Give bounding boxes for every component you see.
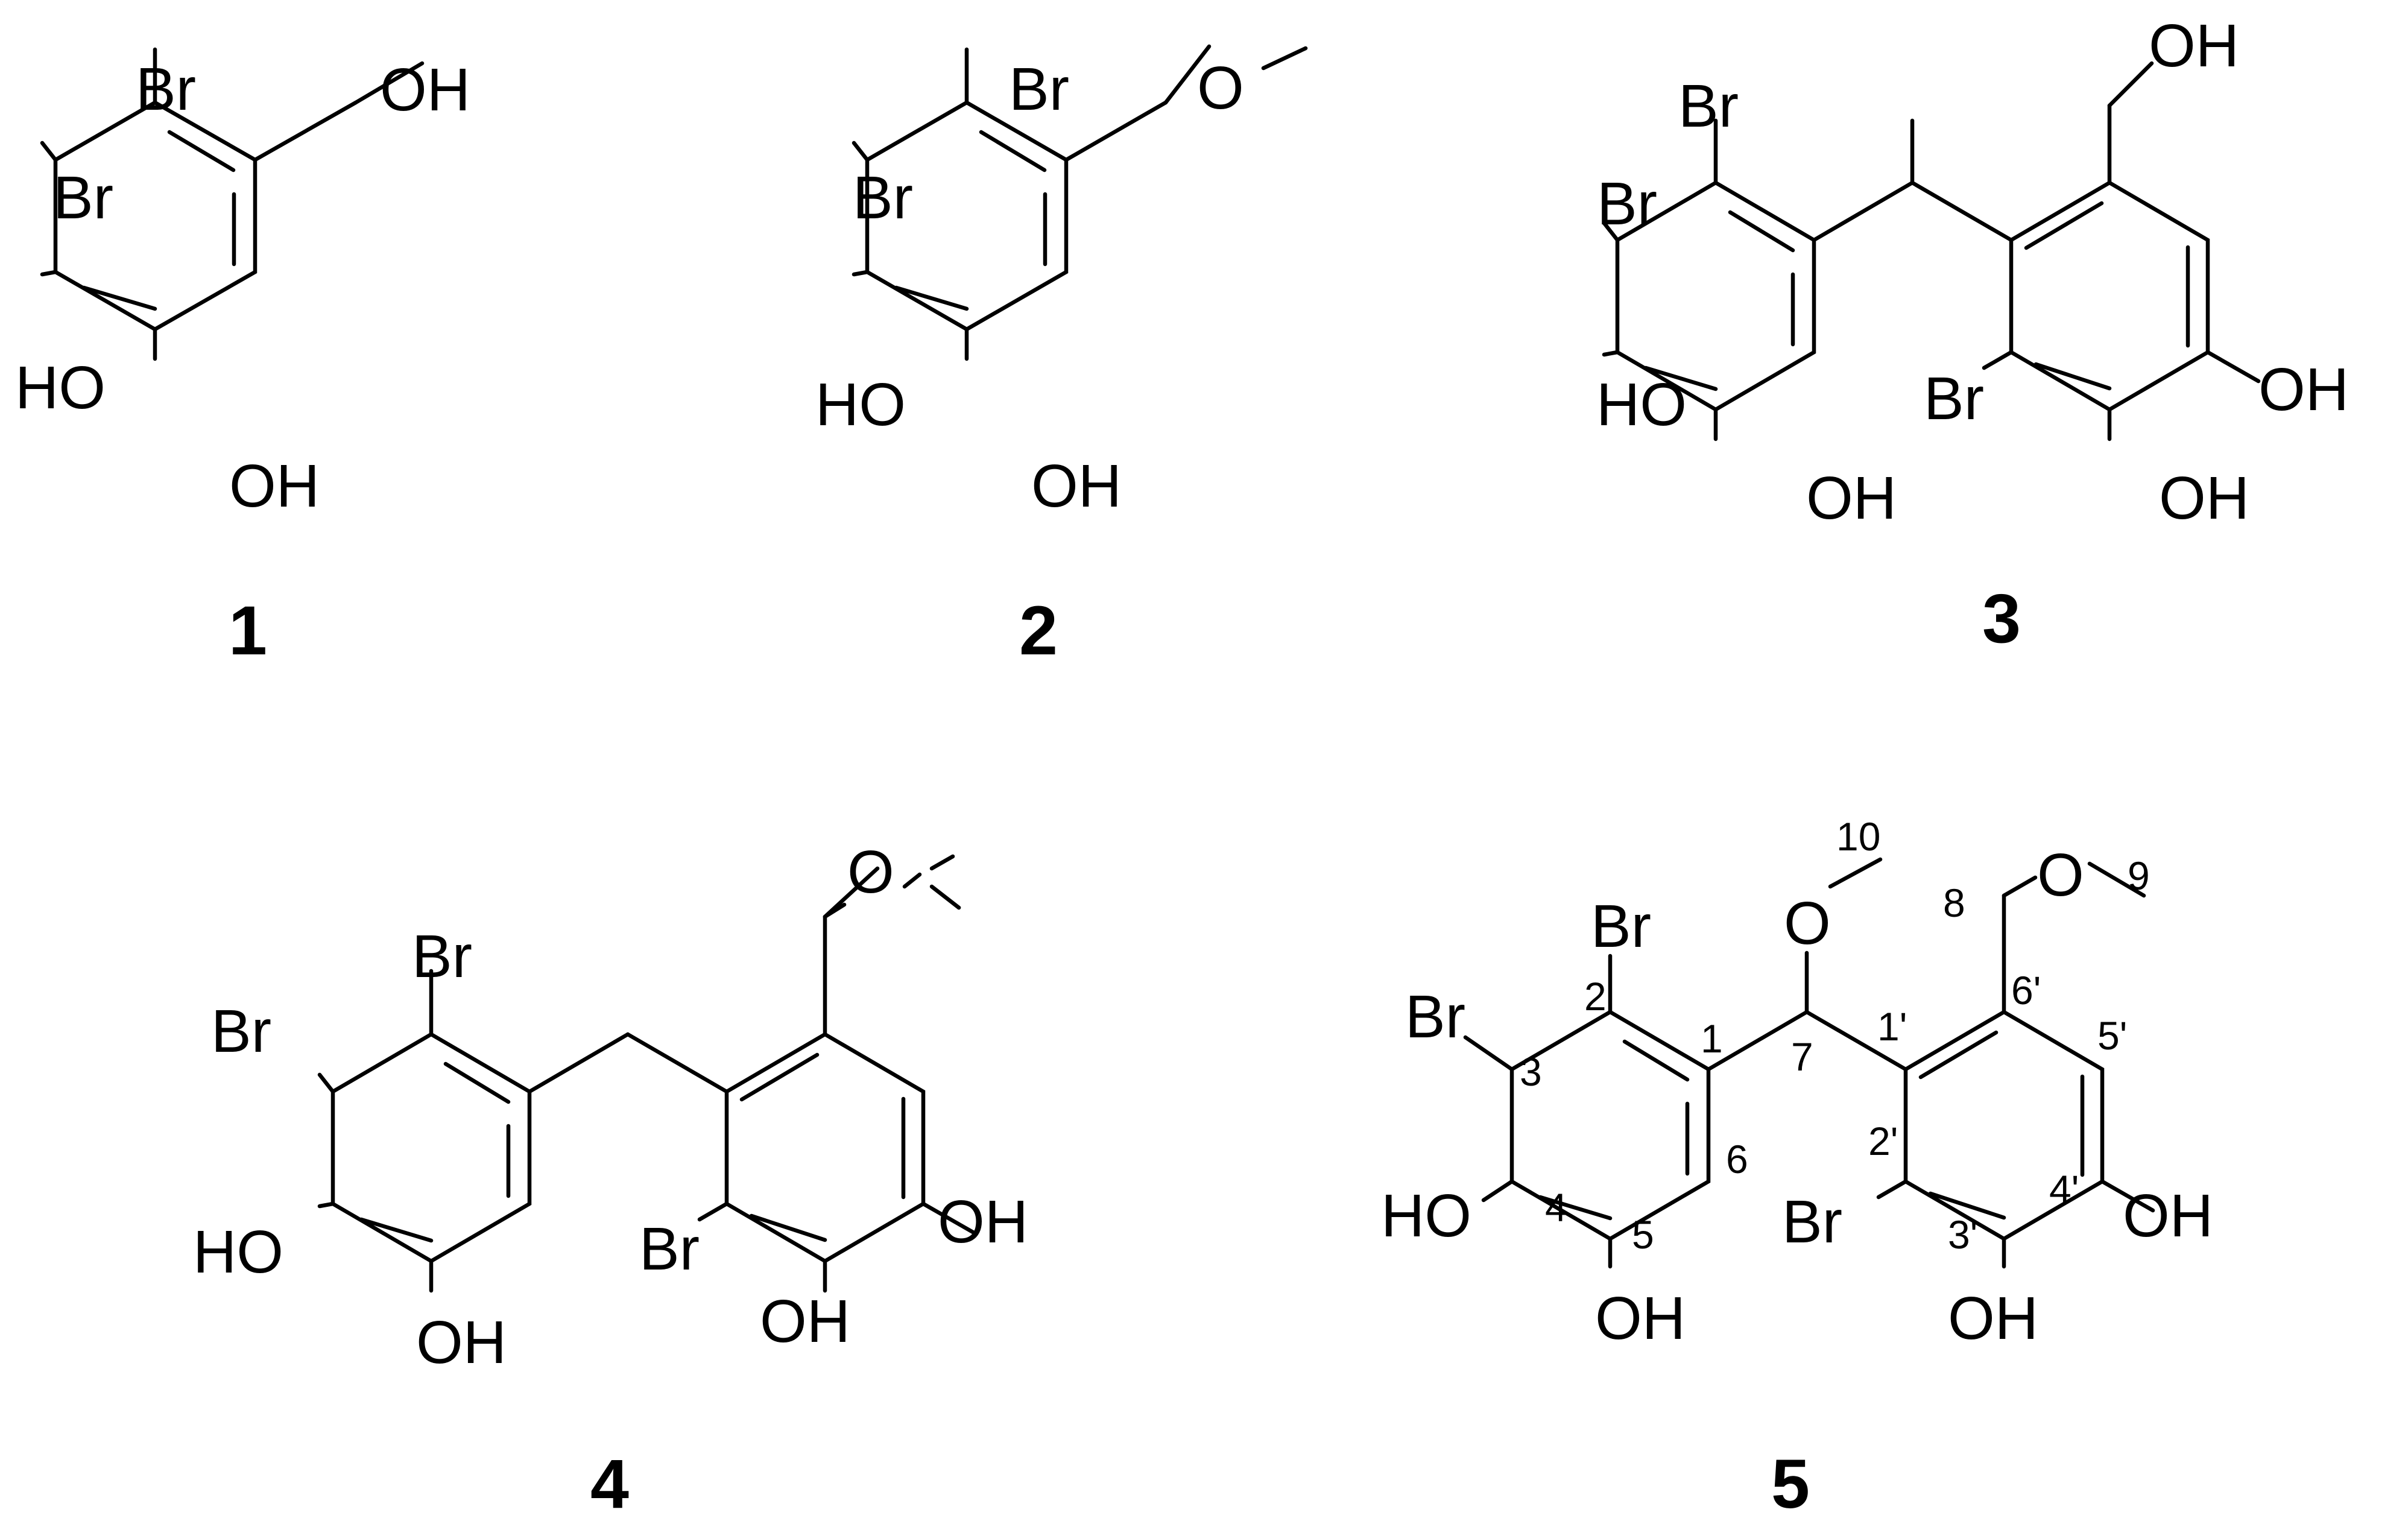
compound-3-oh-top: OH (2149, 12, 2239, 80)
compound-4-br-top: Br (412, 923, 472, 990)
compound-5-locant-c1: 1 (1701, 1016, 1723, 1061)
compound-5-locant-c7: 7 (1791, 1034, 1813, 1079)
compound-4-o-ether: O (847, 838, 894, 906)
compound-5-oh-right: OH (2123, 1182, 2213, 1250)
compound-5-oh-bottom-right: OH (1948, 1285, 2038, 1352)
compound-1-bonds (40, 47, 425, 361)
compound-5-locant-c5p: 5' (2097, 1013, 2127, 1058)
compound-3-number: 3 (1982, 580, 2021, 657)
compound-5-br-top: Br (1591, 893, 1651, 960)
compound-5-oh-bottom-left: OH (1595, 1285, 1686, 1352)
compound-5-number: 5 (1771, 1446, 1810, 1518)
compound-5-locant-c4p: 4' (2049, 1167, 2079, 1212)
compound-4: Br Br O Br HO OH OH OH 4 (193, 838, 1028, 1518)
compound-5-locant-c3p: 3' (1948, 1212, 1977, 1257)
compound-5-br-right: Br (1782, 1188, 1842, 1256)
compound-2-br-top: Br (1009, 55, 1069, 123)
compound-1-number: 1 (229, 592, 267, 669)
compound-5-br-left: Br (1405, 983, 1465, 1051)
compound-5: Br Br O O Br HO OH OH OH 10 9 8 2 1 7 1'… (1381, 814, 2213, 1518)
compound-2-oh-bottom: OH (1031, 452, 1122, 520)
compound-5-locant-c4: 4 (1545, 1185, 1567, 1230)
compound-2-number: 2 (1019, 592, 1058, 669)
compound-1-oh-bottom: OH (229, 452, 320, 520)
compound-3: Br Br OH Br HO OH OH OH 3 (1596, 12, 2349, 657)
compound-3-bonds (1602, 61, 2261, 441)
compound-3-ho-left: HO (1596, 371, 1687, 438)
compound-4-oh-bottom-left: OH (416, 1309, 507, 1376)
compound-5-ho-left: HO (1381, 1182, 1471, 1250)
compound-4-br-left: Br (211, 998, 271, 1065)
compound-2-br-left: Br (853, 164, 913, 232)
compound-2-o-ether: O (1197, 54, 1244, 122)
compound-1-oh-side: OH (380, 56, 470, 124)
compound-5-locant-c3: 3 (1520, 1049, 1542, 1094)
compound-5-locant-c2: 2 (1584, 974, 1607, 1019)
compound-3-oh-bottom-right: OH (2159, 464, 2249, 532)
compound-4-br-right: Br (639, 1215, 700, 1283)
compound-4-oh-bottom-right: OH (760, 1288, 850, 1355)
compound-5-bonds (1463, 857, 2155, 1269)
compound-3-oh-bottom-left: OH (1806, 464, 1897, 532)
compound-5-locant-c9: 9 (2128, 853, 2150, 898)
compound-5-locant-c8: 8 (1943, 881, 1965, 925)
compound-5-locant-c6: 6 (1726, 1137, 1748, 1181)
compound-1-br-top: Br (136, 55, 196, 123)
compound-4-bonds (317, 854, 976, 1293)
compound-1-ho-left: HO (15, 354, 106, 422)
compound-1-br-left: Br (53, 164, 113, 232)
compound-3-br-left: Br (1597, 170, 1657, 238)
compound-4-oh-right: OH (938, 1188, 1028, 1256)
compound-5-o-c7: O (1784, 890, 1831, 957)
compound-3-br-top: Br (1678, 72, 1739, 140)
compound-5-locant-c1p: 1' (1877, 1004, 1907, 1049)
compound-5-locant-c2p: 2' (1868, 1119, 1898, 1163)
compound-5-locant-c5: 5 (1632, 1212, 1654, 1257)
compound-3-oh-right: OH (2258, 356, 2349, 423)
compound-5-locant-c6p: 6' (2011, 968, 2041, 1013)
compound-3-br-right: Br (1924, 365, 1984, 432)
compound-4-ho-left: HO (193, 1218, 283, 1286)
compound-2-ho-left: HO (815, 371, 906, 438)
compound-4-number: 4 (590, 1446, 629, 1518)
compound-2-bonds (852, 44, 1308, 361)
compound-5-o-c8: O (2037, 841, 2084, 909)
compound-5-locant-c10: 10 (1836, 814, 1880, 859)
compound-2: Br Br O HO OH 2 (815, 44, 1308, 669)
compound-1: Br Br OH HO OH 1 (15, 47, 470, 669)
